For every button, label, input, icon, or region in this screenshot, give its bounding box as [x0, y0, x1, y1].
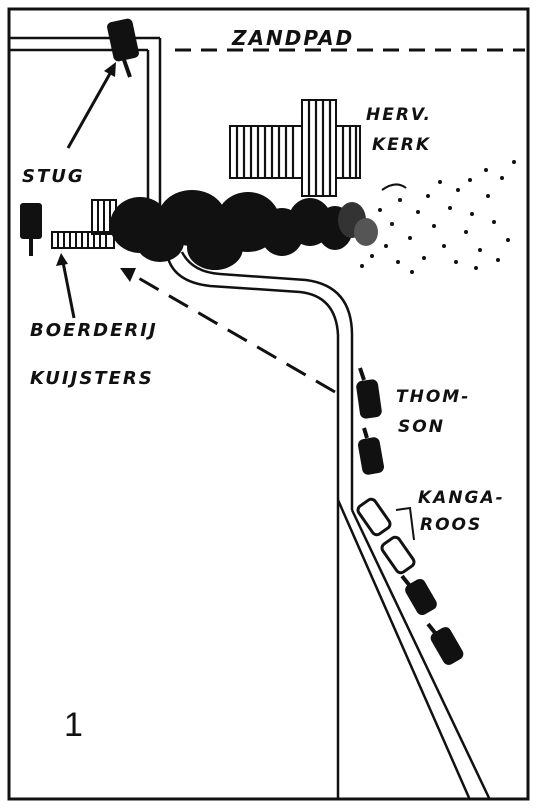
kerk-label-line2: KERK — [372, 135, 431, 155]
boerderij-kuijsters-building — [51, 199, 117, 249]
figure-number: 1 — [64, 706, 83, 744]
tank-diagonal-1 — [400, 574, 437, 616]
stug-label: STUG — [22, 166, 85, 187]
boerderij-arrow — [56, 253, 76, 319]
stug-arrow — [66, 62, 116, 149]
kerk-label-line1: HERV. — [366, 105, 432, 125]
thomson-tank-1 — [356, 367, 382, 419]
main-road — [166, 251, 492, 801]
smoke-cloud — [110, 190, 378, 270]
stug-top-icon — [107, 18, 139, 78]
smoke-drift-dots — [360, 160, 516, 274]
tank-diagonal-2 — [426, 622, 464, 665]
smoke-curl — [381, 183, 407, 191]
boerderij-label-line1: BOERDERIJ — [30, 320, 158, 341]
hervormde-kerk-building — [229, 99, 361, 197]
map-frame — [7, 7, 530, 801]
zandpad-label: ZANDPAD — [231, 26, 354, 50]
thomson-label-line2: SON — [398, 417, 445, 437]
boerderij-label-line2: KUIJSTERS — [30, 368, 154, 389]
kangaroo-pointer — [395, 506, 415, 541]
thomson-label-line1: THOM- — [396, 387, 470, 407]
stug-left-icon — [20, 203, 42, 256]
attack-direction-arrow — [120, 268, 336, 394]
kangaroo-vehicle-2 — [380, 535, 416, 575]
kangaroo-vehicle-1 — [356, 497, 392, 537]
kangaroos-label-line1: KANGA- — [418, 488, 505, 508]
thomson-tank-2 — [357, 427, 385, 475]
kangaroos-label-line2: ROOS — [420, 515, 482, 535]
